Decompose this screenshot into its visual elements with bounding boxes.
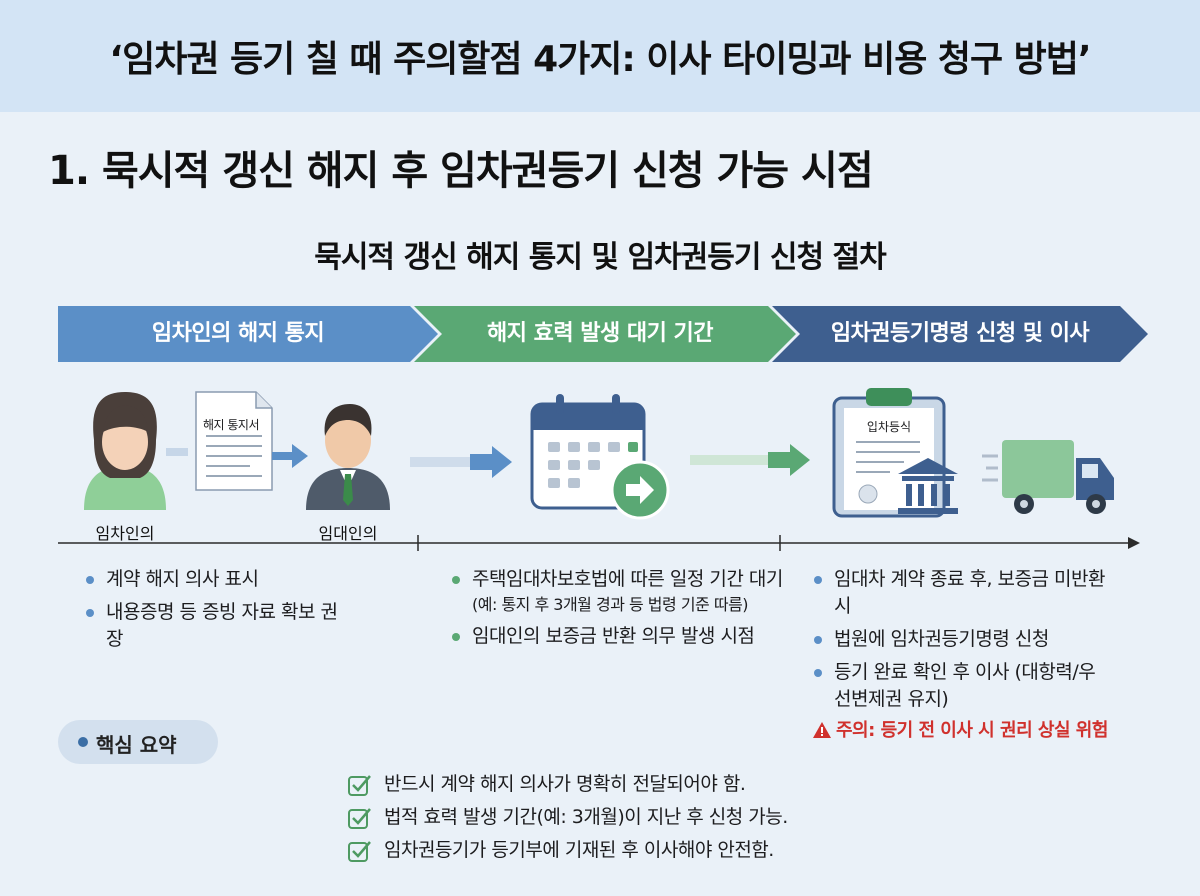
summary-badge-label: 핵심 요약 [96,733,177,757]
list-item: 계약 해지 의사 표시 [84,566,344,593]
courthouse-icon [898,458,958,514]
list-item: 임대인의 보증금 반환 의무 발생 시점 [450,623,810,650]
stage-3-label: 임차권등기명령 신청 및 이사 [830,321,1090,346]
termination-notice-document-icon [195,391,273,491]
checkbox-check-icon [348,841,371,862]
stage-2-arrow [414,306,796,362]
checkbox-check-icon [348,775,371,796]
process-illustration [84,388,1114,520]
stage-3-bullets: 임대차 계약 종료 후, 보증금 미반환 시 법원에 임차권등기명령 신청 등기… [812,566,1112,719]
landlord-label: 임대인의 [318,524,378,543]
stage-arrow-bar [58,306,1148,362]
list-item: 임대차 계약 종료 후, 보증금 미반환 시 [812,566,1112,620]
arrow-icon [768,444,810,476]
arrow-icon [272,444,308,468]
list-item: 반드시 계약 해지 의사가 명확히 전달되어야 함. [348,768,788,801]
stage-2-bullets: 주택임대차보호법에 따른 일정 기간 대기(예: 통지 후 3개월 경과 등 법… [450,566,810,656]
moving-truck-icon [982,440,1114,514]
stage-1-arrow [58,306,438,362]
stage-2-label: 해지 효력 발생 대기 기간 [486,321,714,346]
tenant-label: 임차인의 [95,524,155,543]
list-item: 등기 완료 확인 후 이사 (대항력/우선변제권 유지) [812,659,1112,713]
registry-document-label: 입차등식 [866,420,912,434]
stage-3-arrow [772,306,1148,362]
timeline-axis [58,535,1140,551]
notice-document-label: 해지 통지서 [202,418,260,432]
list-item: 임차권등기가 등기부에 기재된 후 이사해야 안전함. [348,834,788,867]
list-item: 주택임대차보호법에 따른 일정 기간 대기(예: 통지 후 3개월 경과 등 법… [450,566,810,617]
top-banner: ‘임차권 등기 칠 때 주의할점 4가지: 이사 타이밍과 비용 청구 방법’ [0,0,1200,112]
landlord-person-icon [306,404,390,510]
checkbox-check-icon [348,808,371,829]
arrow-icon [470,446,512,478]
note-text: (예: 통지 후 3개월 경과 등 법령 기준 따름) [472,595,749,614]
section-title: 1. 묵시적 갱신 해지 후 임차권등기 신청 가능 시점 [48,148,874,194]
summary-checklist: 반드시 계약 해지 의사가 명확히 전달되어야 함. 법적 효력 발생 기간(예… [348,768,788,867]
warning-text: 주의: 등기 전 이사 시 권리 상실 위험 [812,716,1108,742]
list-item: 법원에 임차권등기명령 신청 [812,626,1112,653]
warning-icon [813,722,831,738]
stage-1-bullets: 계약 해지 의사 표시 내용증명 등 증빙 자료 확보 권장 [84,566,344,659]
page-title: ‘임차권 등기 칠 때 주의할점 4가지: 이사 타이밍과 비용 청구 방법’ [109,39,1091,80]
stage-1-label: 임차인의 해지 통지 [151,321,325,346]
bullet-dot-icon [78,737,88,747]
tenant-person-icon [84,392,166,510]
list-item: 법적 효력 발생 기간(예: 3개월)이 지난 후 신청 가능. [348,801,788,834]
registry-clipboard-icon [832,388,946,518]
diagram-title: 묵시적 갱신 해지 통지 및 임차권등기 신청 절차 [314,240,887,275]
calendar-icon [530,394,670,520]
list-item: 내용증명 등 증빙 자료 확보 권장 [84,599,344,653]
summary-badge: 핵심 요약 [58,720,218,764]
